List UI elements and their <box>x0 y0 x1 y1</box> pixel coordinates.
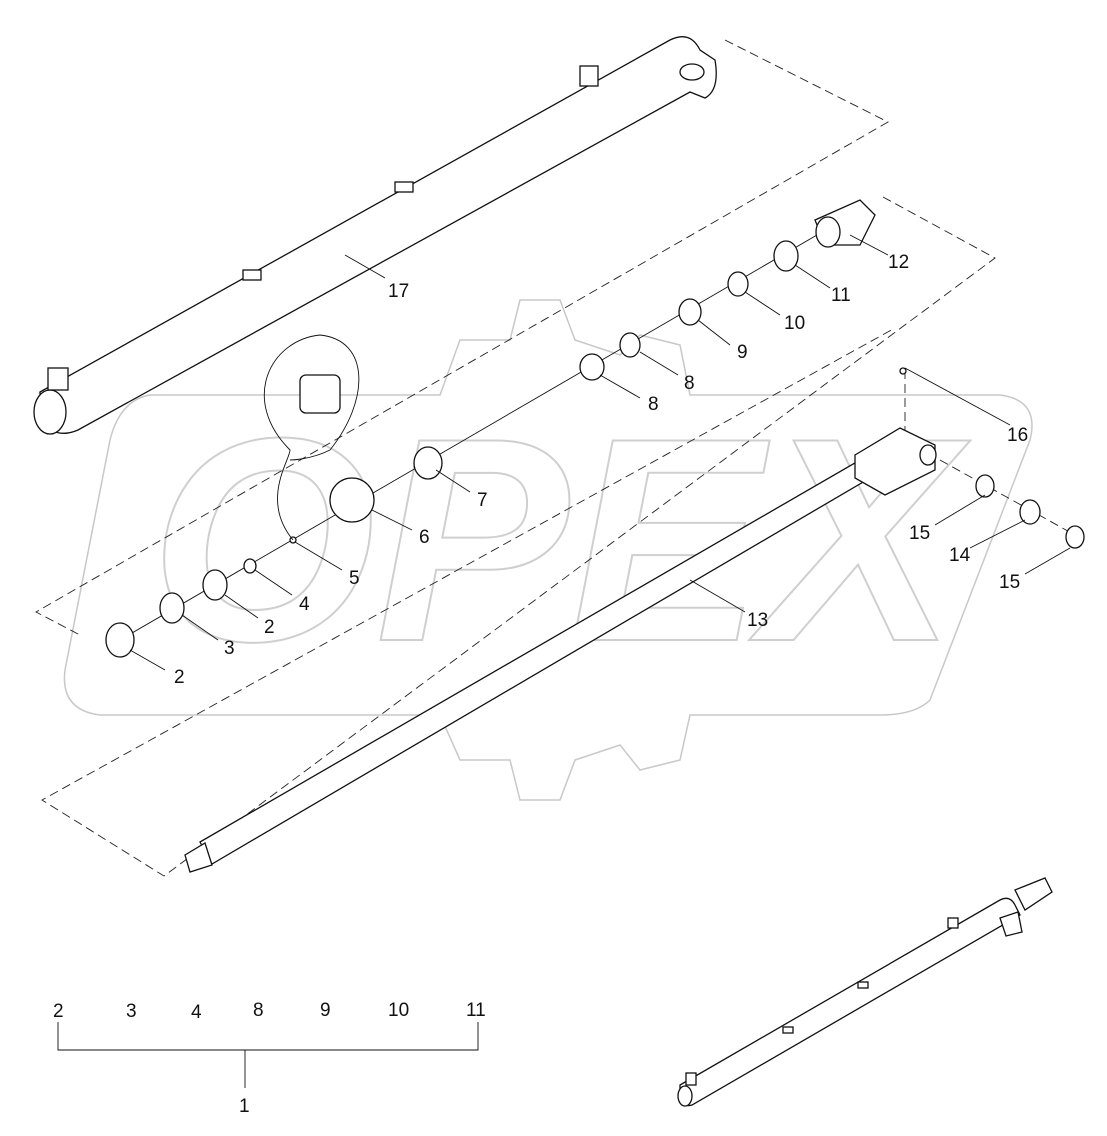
callout-16: 16 <box>1007 425 1028 446</box>
small-parts <box>105 199 1085 658</box>
piston-rod <box>184 367 937 873</box>
callout-11: 11 <box>831 285 851 306</box>
callout-17: 17 <box>388 281 409 302</box>
kit-item: 9 <box>320 1000 331 1021</box>
assembly-dash-17 <box>35 39 889 636</box>
kit-bracket: 2 3 4 8 9 10 11 1 <box>53 1000 486 1117</box>
cylinder-barrel <box>33 36 717 435</box>
callout-7: 7 <box>477 490 488 511</box>
callout-5: 5 <box>349 568 360 589</box>
callout-2b: 2 <box>174 667 185 688</box>
dash-14 <box>939 459 1076 536</box>
leader-lines <box>129 234 1071 671</box>
callout-6: 6 <box>419 527 430 548</box>
assembled-cylinder-thumbnail <box>677 877 1053 1107</box>
callout-3: 3 <box>224 638 235 659</box>
kit-item: 8 <box>253 1000 264 1021</box>
callout-8b: 8 <box>648 394 659 415</box>
opex-watermark: OPEX <box>63 299 1033 801</box>
callout-9: 9 <box>737 342 748 363</box>
callout-13: 13 <box>747 610 768 631</box>
callout-14: 14 <box>949 545 971 566</box>
kit-parent: 1 <box>239 1096 250 1117</box>
callout-15b: 15 <box>999 572 1020 593</box>
assembly-dash-13 <box>41 196 996 877</box>
callout-10: 10 <box>784 313 805 334</box>
kit-item: 4 <box>191 1002 202 1023</box>
kit-item: 10 <box>388 1000 409 1021</box>
callout-15a: 15 <box>909 523 930 544</box>
callout-12: 12 <box>888 252 909 273</box>
callout-2a: 2 <box>264 617 275 638</box>
callouts: 17 12 11 10 9 8 8 16 7 6 5 4 2 3 2 13 15… <box>174 252 1028 688</box>
callout-4: 4 <box>299 594 310 615</box>
kit-item: 2 <box>53 1001 64 1022</box>
callout-8a: 8 <box>684 373 695 394</box>
kit-item: 3 <box>126 1001 137 1022</box>
kit-item: 11 <box>466 1000 486 1021</box>
